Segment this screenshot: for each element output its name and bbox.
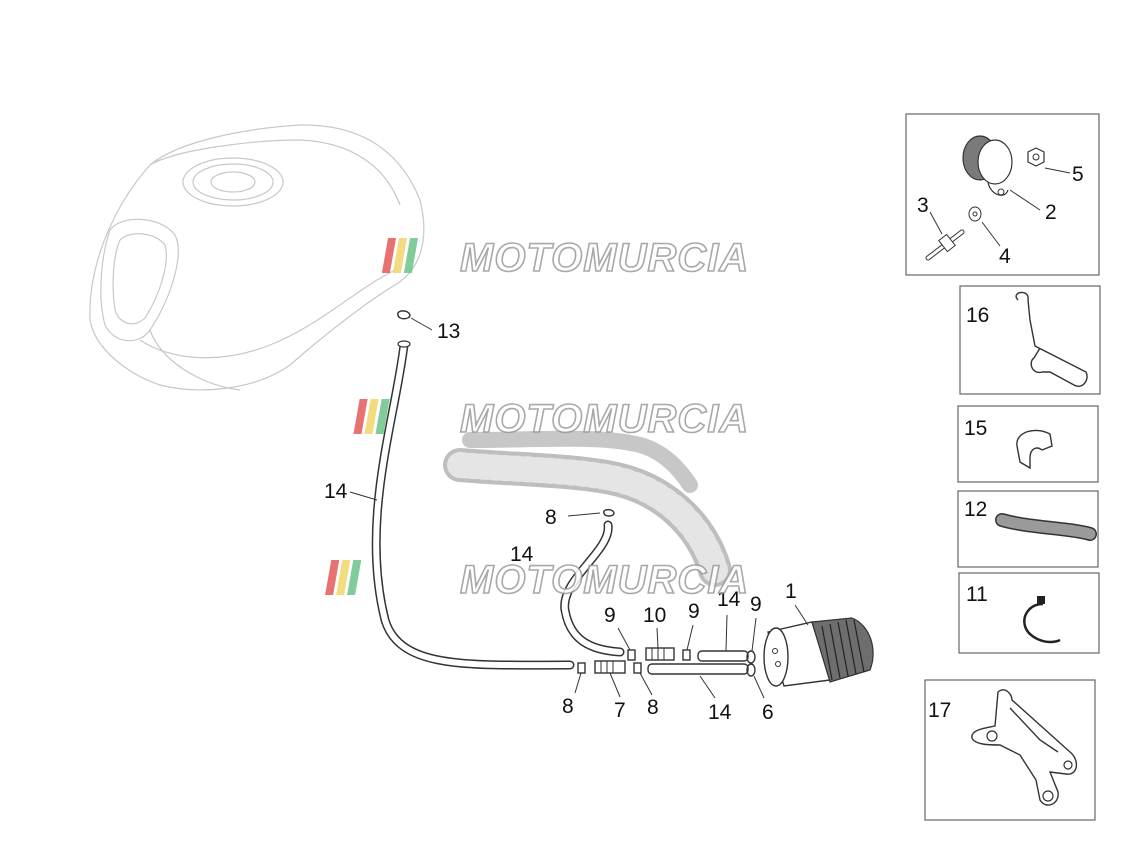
clip-13 [397,310,411,320]
callout-3: 3 [917,194,929,217]
watermark-text-3: MOTOMURCIA [460,558,749,602]
watermark-text-1: MOTOMURCIA [460,236,749,280]
callout-14-left: 14 [324,480,348,503]
callout-6: 6 [762,701,774,724]
fitting-row-top [627,647,756,664]
callout-17: 17 [928,699,951,722]
callout-15: 15 [964,417,987,440]
callout-14-middle: 14 [510,543,534,566]
fitting-row-bottom [577,660,756,677]
clip-8-top [603,508,615,517]
panel-bracket-kit: 5 2 3 4 [905,113,1100,276]
panel-12: 12 [957,490,1099,568]
callout-4: 4 [999,245,1011,268]
watermark-1: MOTOMURCIA [381,235,749,281]
watermark-text-2: MOTOMURCIA [460,397,749,441]
panel-17: 17 [924,679,1096,821]
callout-9-right: 9 [750,593,762,616]
callout-8-top: 8 [545,506,557,529]
panel-11: 11 [958,572,1100,654]
panel-15: 15 [957,405,1099,483]
hose-14-middle [560,520,625,657]
carbon-canister [763,617,874,687]
callout-7: 7 [614,699,626,722]
watermark-2: MOTOMURCIA [353,396,749,442]
intake-hose-ghost [443,430,732,587]
callout-9-middle: 9 [688,600,700,623]
callout-12: 12 [964,498,987,521]
hose-14-long [371,340,575,670]
watermark-3: MOTOMURCIA [325,557,749,603]
panel-16: 16 [959,285,1101,395]
callout-14-top: 14 [717,588,741,611]
callout-9-left: 9 [604,604,616,627]
callout-14-bottom: 14 [708,701,732,724]
callout-8-right: 8 [647,696,659,719]
callout-5: 5 [1072,163,1084,186]
callout-13: 13 [437,320,460,343]
callout-2: 2 [1045,201,1057,224]
callout-1: 1 [785,580,797,603]
callout-8-left: 8 [562,695,574,718]
leader-lines [349,317,809,699]
callout-10: 10 [643,604,666,627]
fuel-tank-ghost [89,124,425,391]
callout-16: 16 [966,304,989,327]
callout-labels: 13 14 8 14 9 10 9 14 9 1 8 7 8 14 6 [324,320,797,724]
callout-11: 11 [966,583,988,606]
